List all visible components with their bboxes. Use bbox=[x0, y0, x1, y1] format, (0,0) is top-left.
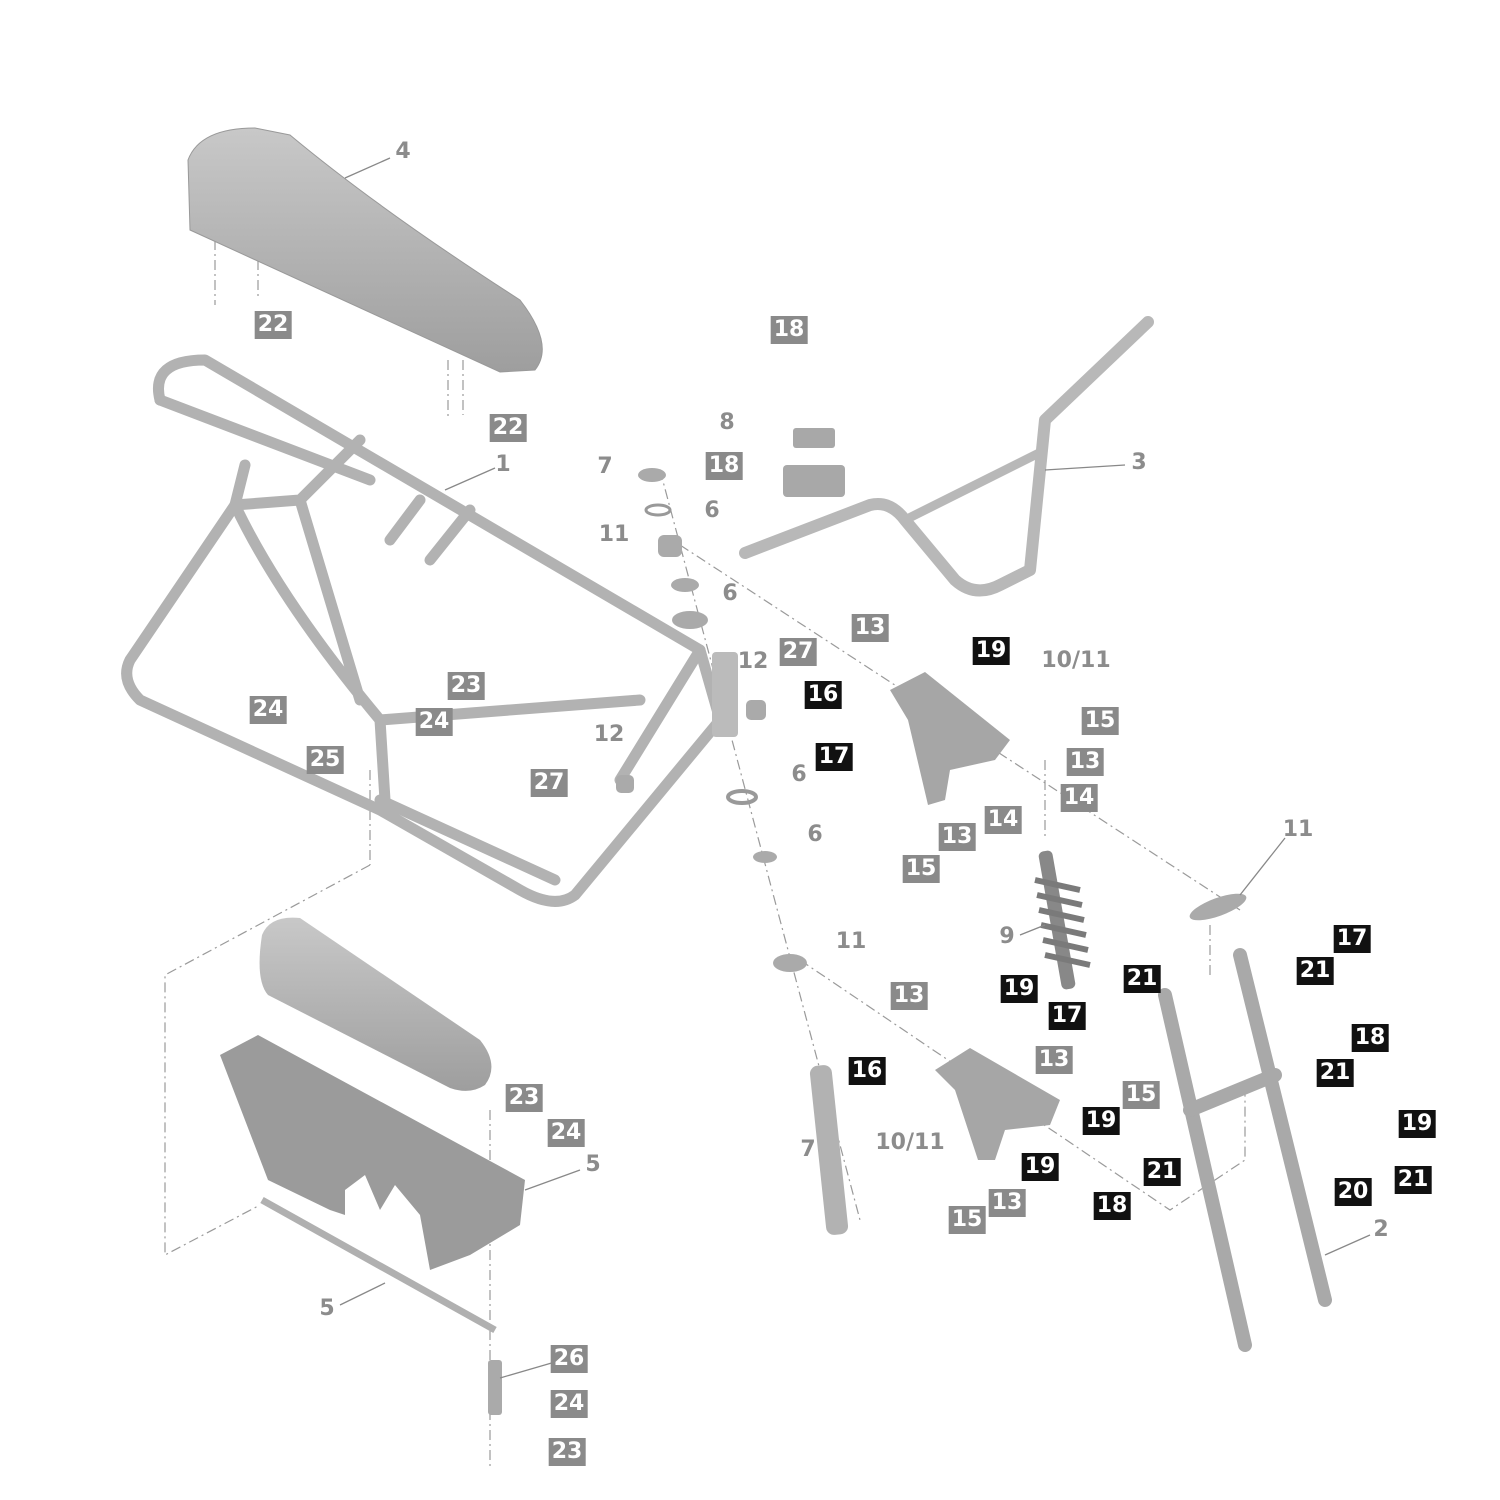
seat bbox=[187, 127, 543, 373]
callout-label: 18 bbox=[705, 452, 743, 480]
callout-label: 19 bbox=[1082, 1107, 1120, 1135]
callout-label: 18 bbox=[1093, 1192, 1131, 1220]
callout-label: 6 bbox=[807, 822, 823, 847]
callout-label: 11 bbox=[1282, 817, 1314, 842]
callout-label: 13 bbox=[890, 982, 928, 1010]
front-fork bbox=[1158, 948, 1332, 1352]
callout-label: 19 bbox=[1000, 975, 1038, 1003]
callout-label: 5 bbox=[585, 1152, 601, 1177]
callout-label: 13 bbox=[1066, 748, 1104, 776]
callout-label: 23 bbox=[505, 1084, 543, 1112]
callout-label: 12 bbox=[737, 649, 769, 674]
battery-cover bbox=[259, 917, 492, 1091]
upper-triple-clamp bbox=[890, 672, 1010, 805]
callout-label: 21 bbox=[1143, 1158, 1181, 1186]
callout-label: 27 bbox=[779, 638, 817, 666]
callout-label: 15 bbox=[1081, 707, 1119, 735]
callout-label: 21 bbox=[1123, 965, 1161, 993]
callout-label: 2 bbox=[1373, 1217, 1389, 1242]
callout-label: 15 bbox=[902, 855, 940, 883]
callout-label: 6 bbox=[704, 498, 720, 523]
callout-label: 9 bbox=[999, 924, 1015, 949]
callout-label: 24 bbox=[249, 696, 287, 724]
callout-label: 19 bbox=[1398, 1110, 1436, 1138]
small-hardware bbox=[488, 468, 1247, 1415]
callout-label: 21 bbox=[1316, 1059, 1354, 1087]
callout-label: 1 bbox=[495, 452, 511, 477]
callout-label: 13 bbox=[988, 1189, 1026, 1217]
callout-label: 5 bbox=[319, 1296, 335, 1321]
callout-label: 18 bbox=[770, 316, 808, 344]
handlebar-clamp bbox=[783, 428, 845, 497]
callout-label: 21 bbox=[1394, 1166, 1432, 1194]
fork-tube bbox=[809, 1065, 849, 1235]
callout-label: 24 bbox=[550, 1390, 588, 1418]
callout-label: 17 bbox=[1048, 1002, 1086, 1030]
handlebar-crossbar bbox=[902, 445, 1048, 525]
callout-label: 22 bbox=[254, 311, 292, 339]
chain-guard bbox=[220, 1035, 525, 1270]
callout-label: 18 bbox=[1351, 1024, 1389, 1052]
callout-label: 25 bbox=[306, 746, 344, 774]
callout-label: 15 bbox=[1122, 1081, 1160, 1109]
callout-label: 16 bbox=[848, 1057, 886, 1085]
callout-label: 21 bbox=[1296, 957, 1334, 985]
leader-lines bbox=[339, 157, 1371, 1379]
callout-label: 23 bbox=[548, 1438, 586, 1466]
callout-label: 22 bbox=[489, 414, 527, 442]
callout-label: 19 bbox=[972, 637, 1010, 665]
callout-label: 13 bbox=[938, 823, 976, 851]
handlebar bbox=[739, 316, 1154, 597]
callout-label: 7 bbox=[800, 1137, 816, 1162]
assembly-lines bbox=[164, 240, 1246, 1470]
callout-label: 26 bbox=[550, 1345, 588, 1373]
callout-label: 6 bbox=[722, 581, 738, 606]
callout-label: 8 bbox=[719, 410, 735, 435]
callout-label: 10/11 bbox=[1041, 648, 1111, 673]
callout-label: 13 bbox=[1035, 1046, 1073, 1074]
callout-label: 10/11 bbox=[875, 1130, 945, 1155]
shock-absorber bbox=[1034, 850, 1091, 990]
callout-label: 13 bbox=[851, 614, 889, 642]
callout-label: 19 bbox=[1021, 1153, 1059, 1181]
callout-label: 15 bbox=[948, 1206, 986, 1234]
callout-label: 14 bbox=[984, 806, 1022, 834]
callout-label: 11 bbox=[598, 522, 630, 547]
callout-label: 12 bbox=[593, 722, 625, 747]
callout-label: 20 bbox=[1334, 1178, 1372, 1206]
callout-label: 7 bbox=[597, 454, 613, 479]
callout-label: 27 bbox=[530, 769, 568, 797]
callout-label: 24 bbox=[415, 708, 453, 736]
callout-label: 17 bbox=[815, 743, 853, 771]
callout-label: 3 bbox=[1131, 450, 1147, 475]
callout-label: 6 bbox=[791, 762, 807, 787]
callout-label: 14 bbox=[1060, 784, 1098, 812]
callout-label: 24 bbox=[547, 1119, 585, 1147]
main-frame bbox=[121, 354, 726, 907]
callout-label: 17 bbox=[1333, 925, 1371, 953]
callout-label: 11 bbox=[835, 929, 867, 954]
callout-label: 23 bbox=[447, 672, 485, 700]
head-tube bbox=[712, 652, 738, 737]
lower-triple-clamp bbox=[935, 1048, 1060, 1160]
callout-label: 4 bbox=[395, 139, 411, 164]
callout-label: 16 bbox=[804, 681, 842, 709]
chain-guard-bracket bbox=[260, 1196, 497, 1334]
